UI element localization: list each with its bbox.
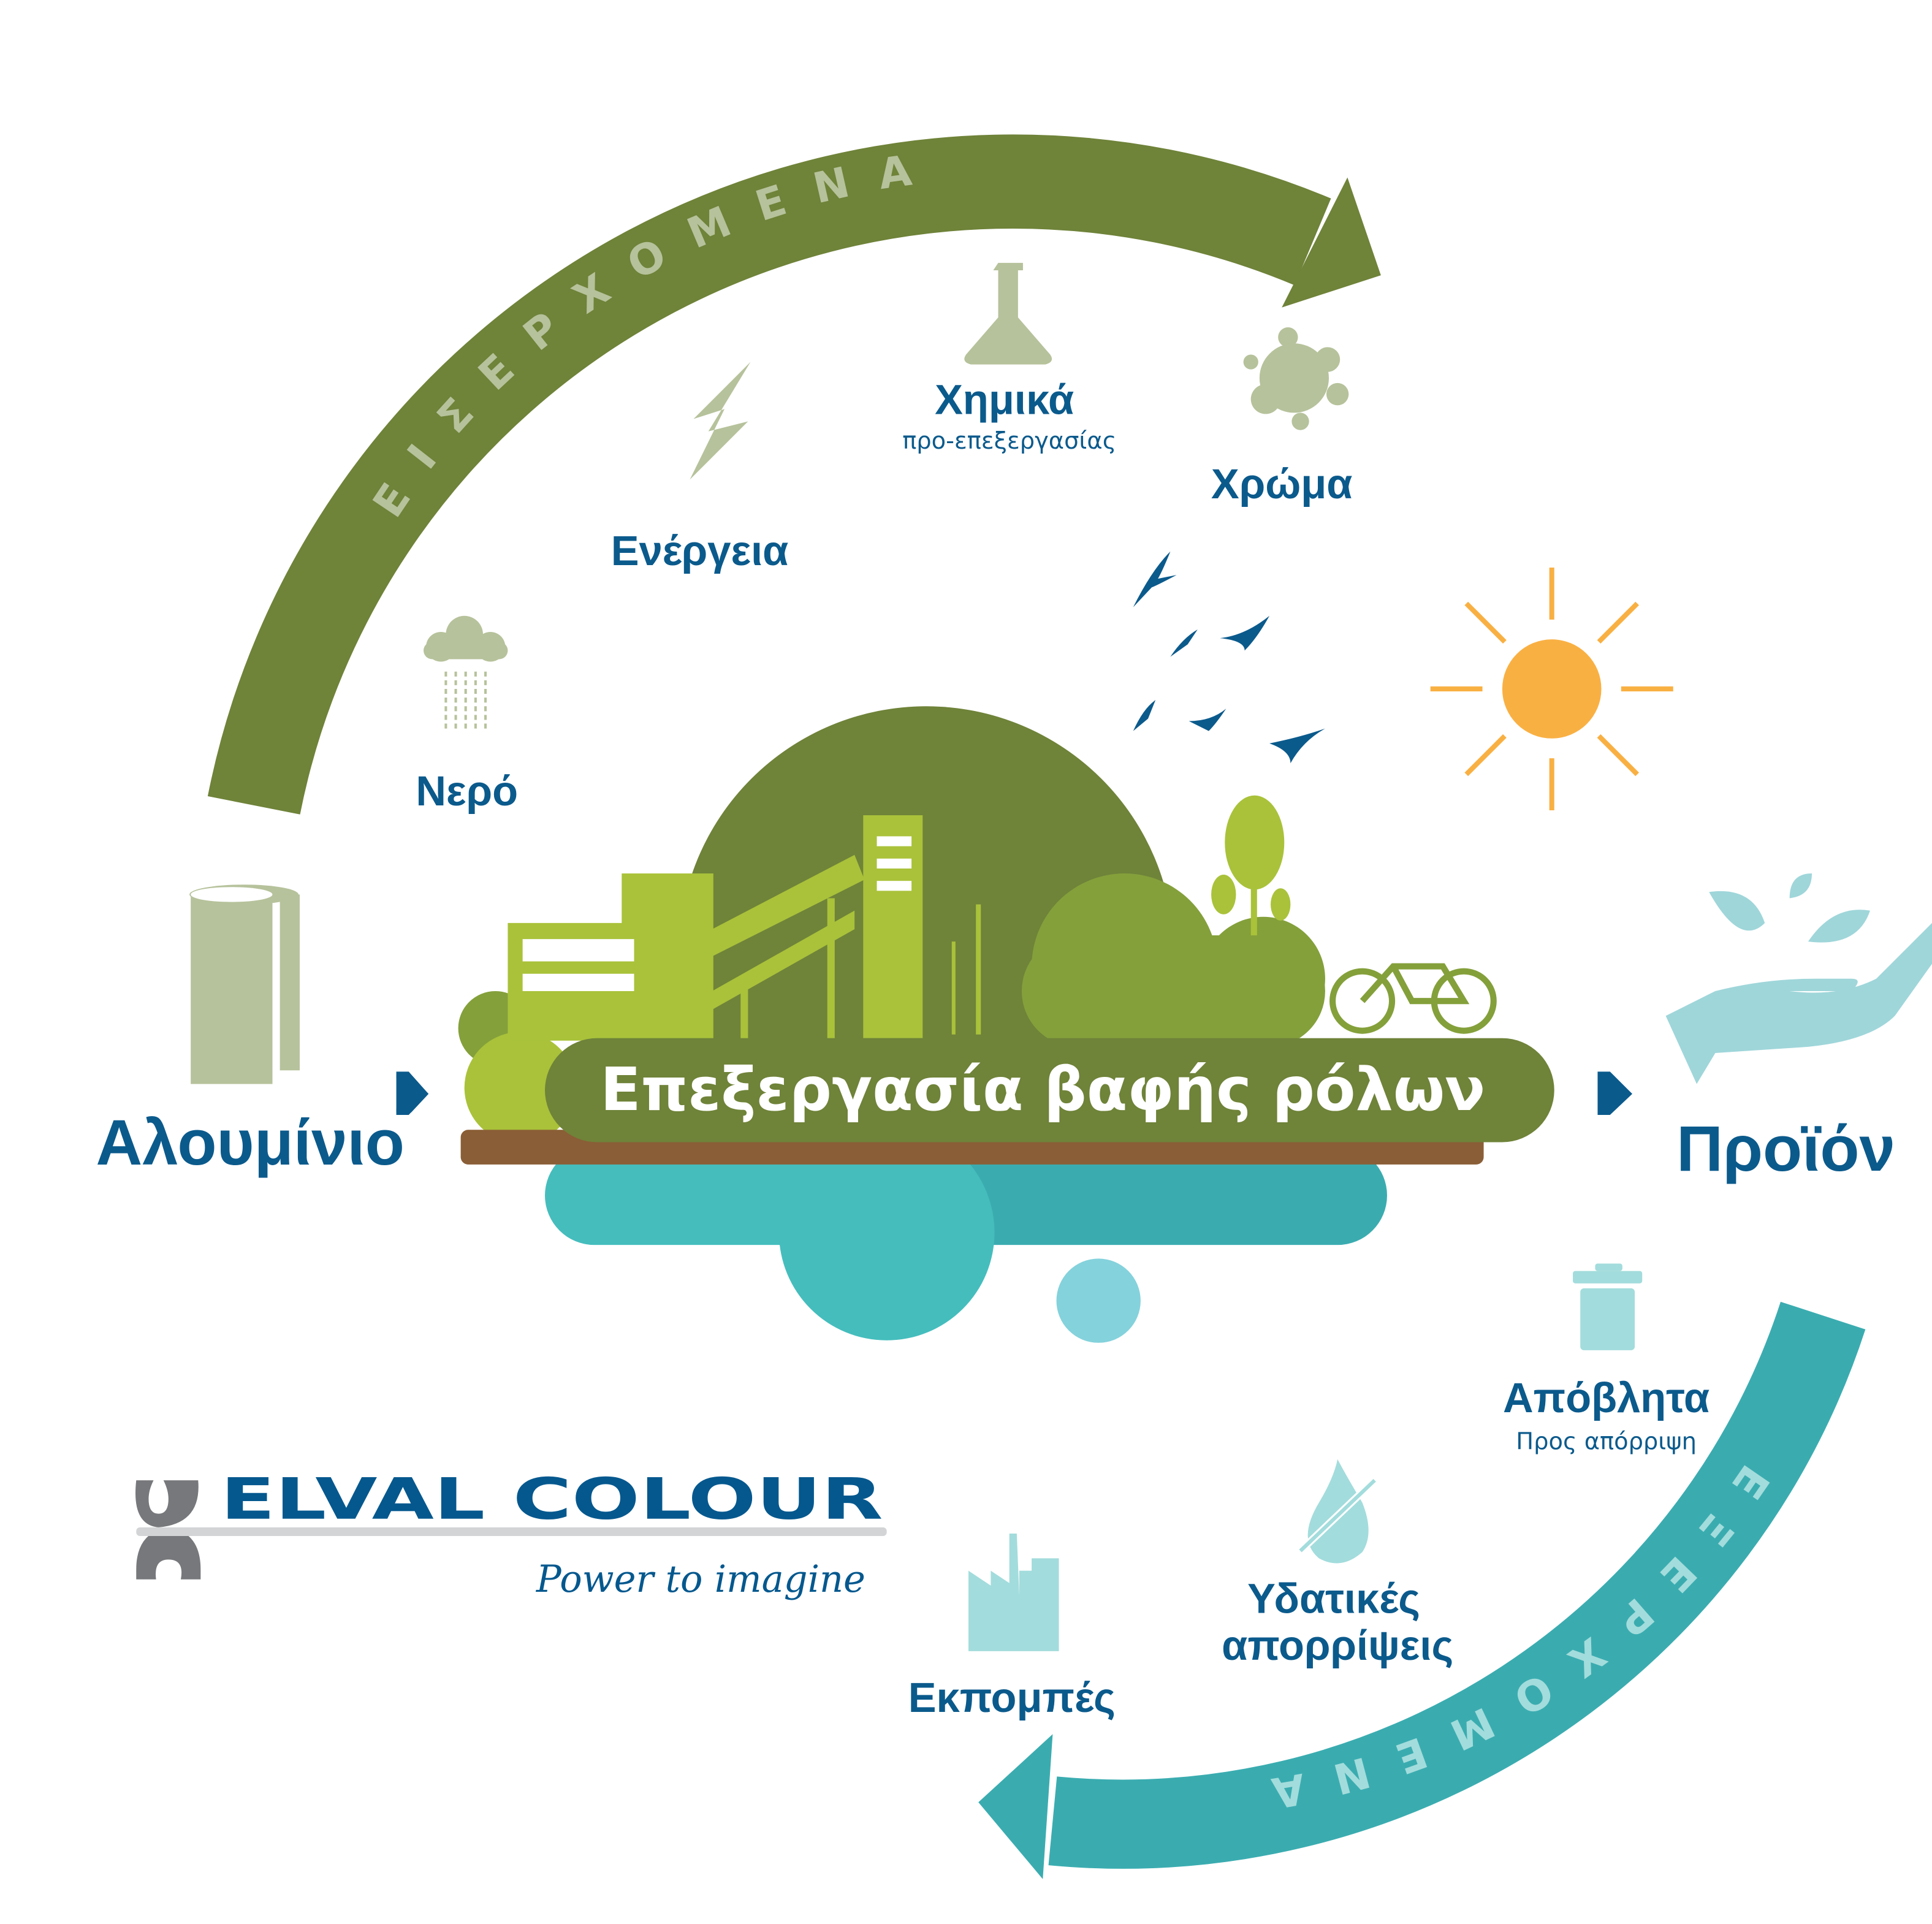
factory-buildings xyxy=(508,815,981,1041)
process-title-bar xyxy=(545,1038,1554,1143)
hand-leaves-icon xyxy=(1665,873,1932,1084)
input-label-energy: Ενέργεια xyxy=(611,527,789,574)
logo-tagline: Power to imagine xyxy=(536,1558,865,1601)
raw-material-label: Αλουμίνιο xyxy=(96,1107,405,1179)
arrow-right-icon xyxy=(396,1075,429,1112)
inputs-arrowhead xyxy=(1282,177,1381,308)
birds-icon xyxy=(1133,551,1325,764)
rain-cloud-icon xyxy=(424,615,508,729)
paint-splash-icon xyxy=(1243,327,1349,430)
output-label-waste: Απόβλητα xyxy=(1503,1374,1710,1421)
output-label-water-discharge-1: Υδατικές xyxy=(1247,1575,1420,1622)
sun-icon xyxy=(1430,567,1673,810)
logo-mark-bottom xyxy=(136,1527,201,1580)
factory-icon xyxy=(968,1533,1059,1651)
crossed-drop-icon xyxy=(1298,1459,1377,1564)
output-label-water-discharge-2: απορρίψεις xyxy=(1222,1622,1453,1669)
logo-divider xyxy=(136,1527,887,1537)
trash-can-icon xyxy=(1573,1263,1643,1350)
input-label-paint: Χρώμα xyxy=(1211,460,1353,508)
input-sublabel-chemicals: προ-επεξεργασίας xyxy=(902,427,1116,455)
output-label-emissions: Εκπομπές xyxy=(908,1674,1116,1721)
process-scene: Επεξεργασία βαφής ρόλων xyxy=(458,706,1554,1343)
process-title: Επεξεργασία βαφής ρόλων xyxy=(600,1055,1485,1124)
outputs-arrowhead xyxy=(978,1734,1053,1879)
logo-brand: ELVAL COLOUR xyxy=(221,1466,883,1532)
arrow-right-icon xyxy=(1597,1071,1633,1116)
product-label: Προϊόν xyxy=(1676,1113,1895,1185)
aluminium-roll-icon xyxy=(189,884,300,1084)
logo-mark-top xyxy=(135,1480,199,1527)
input-label-chemicals: Χημικά xyxy=(935,376,1074,423)
trees-icon xyxy=(1211,795,1291,936)
elval-colour-logo: ELVAL COLOUR Power to imagine xyxy=(135,1466,887,1601)
bicycle-icon xyxy=(1329,963,1497,1034)
input-label-water: Νερό xyxy=(416,767,518,815)
lightning-icon xyxy=(690,362,751,480)
flask-icon xyxy=(964,262,1052,365)
output-sublabel-waste: Προς απόρριψη xyxy=(1516,1428,1697,1456)
